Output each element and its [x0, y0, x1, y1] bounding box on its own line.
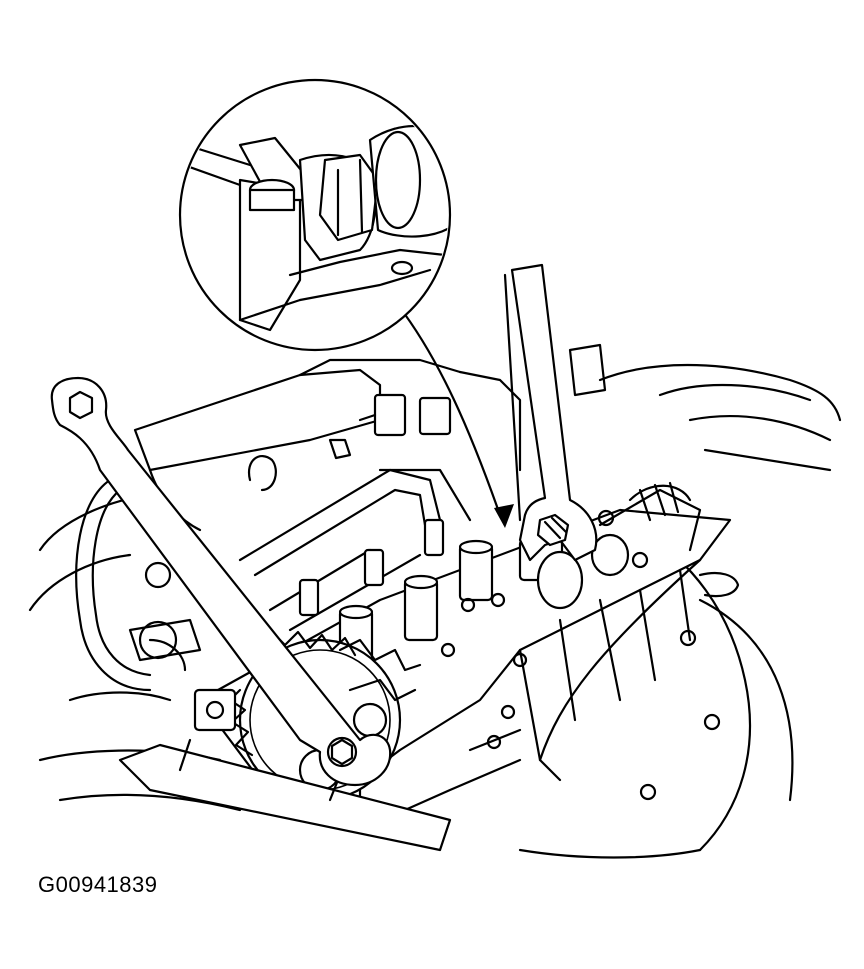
lower-shaft	[118, 618, 452, 852]
figure-id-label: G00941839	[38, 872, 158, 897]
detail-callout	[178, 78, 452, 352]
intake-cover	[133, 343, 607, 532]
callout-arrow	[396, 303, 514, 528]
fuel-lines	[75, 468, 472, 692]
adjustable-wrench	[503, 263, 598, 562]
ring-wrench	[50, 376, 392, 787]
detail-callout-content	[182, 124, 448, 332]
